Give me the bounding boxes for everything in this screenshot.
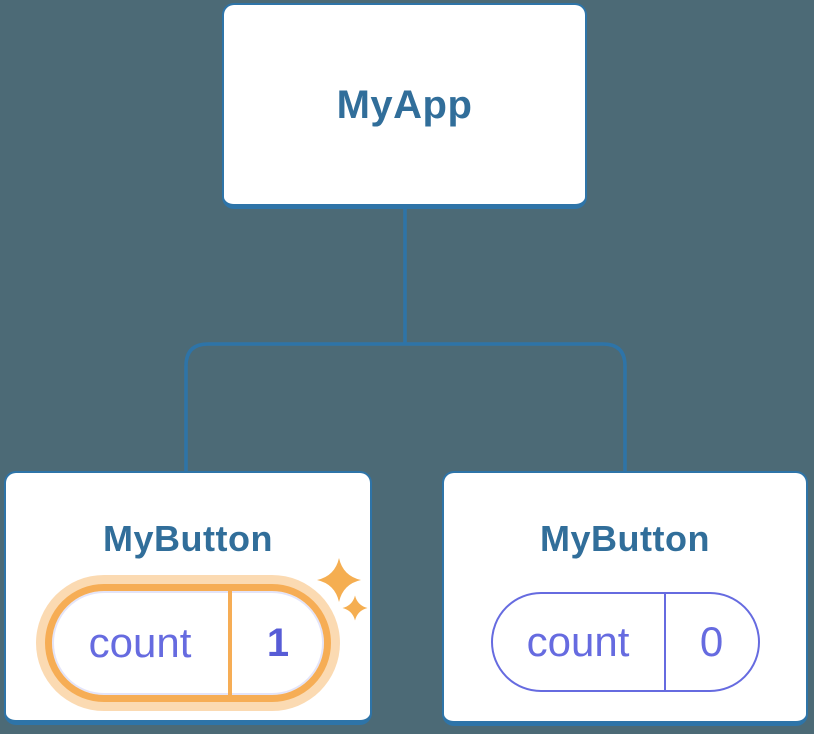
state-pill: count 0 [490, 592, 760, 693]
branch-line [184, 342, 627, 472]
component-name: MyButton [540, 518, 710, 559]
component-name: MyButton [103, 518, 273, 559]
state-pill-updated: count 1 [45, 584, 331, 703]
pill-divider [228, 591, 232, 696]
sparkle-small-icon [342, 595, 368, 621]
component-node-myapp: MyApp [222, 3, 587, 209]
component-node-mybutton-normal: MyButton count 0 [442, 471, 808, 726]
pill-divider [663, 594, 666, 691]
state-value: 1 [266, 620, 290, 665]
state-key-label: count [526, 618, 630, 666]
state-key-label: count [88, 619, 192, 667]
state-value: 0 [699, 618, 724, 666]
component-node-mybutton-updated: MyButton count 1 [4, 471, 372, 725]
sparkle-large-icon [317, 558, 361, 602]
component-name: MyApp [336, 82, 473, 127]
